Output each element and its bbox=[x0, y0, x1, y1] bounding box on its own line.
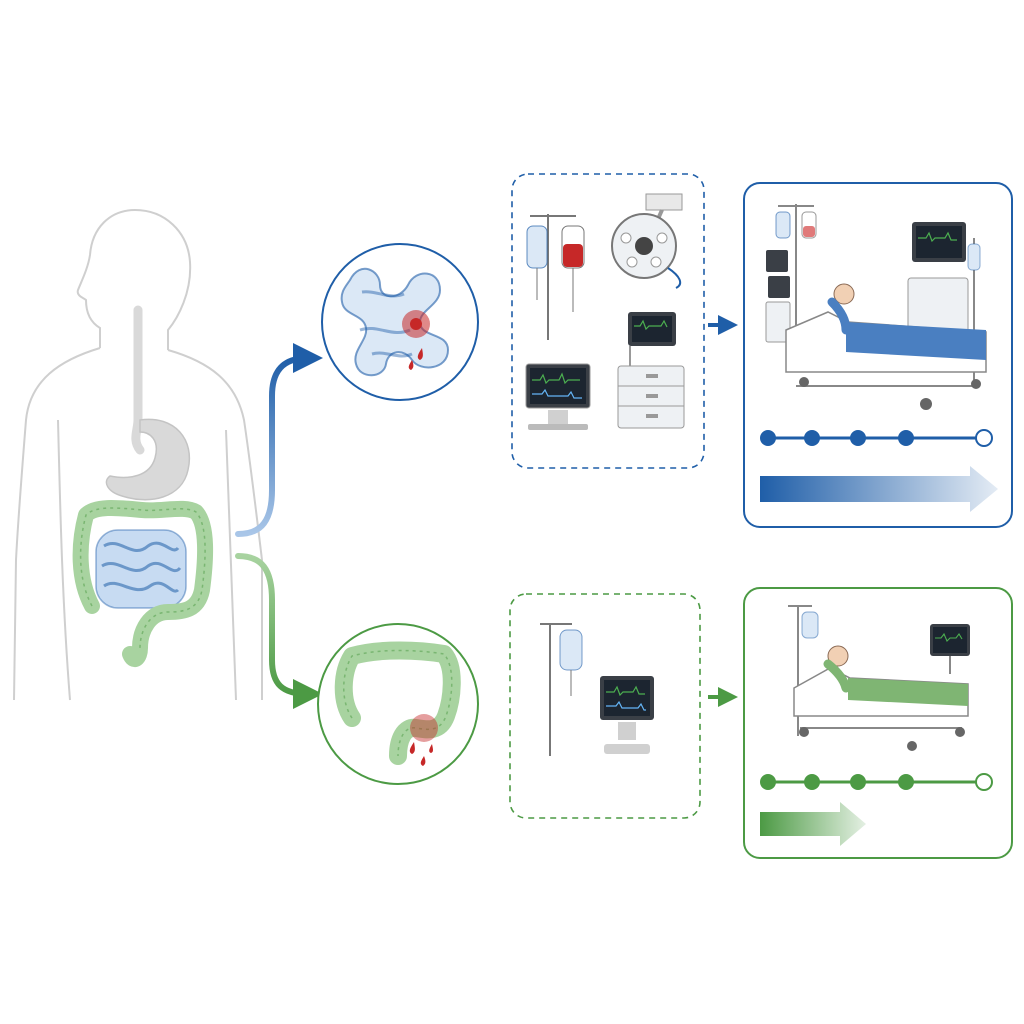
intensive-care-bed-icon bbox=[765, 204, 987, 410]
lower-recovery-arrow bbox=[760, 802, 866, 846]
general-ward-bed-icon bbox=[788, 605, 970, 751]
esophagus bbox=[131, 305, 145, 455]
upper-recovery-arrow bbox=[760, 466, 998, 512]
blood-transfusion-bag-icon bbox=[561, 225, 585, 312]
lower-branch-arrow bbox=[235, 553, 323, 709]
ecg-cart-icon bbox=[617, 312, 685, 429]
small-intestine-bleeding-icon bbox=[321, 243, 479, 401]
iv-drip-clear-icon bbox=[526, 214, 576, 340]
upper-equipment-panel bbox=[511, 173, 705, 469]
colon-bleeding-icon bbox=[317, 623, 479, 785]
lower-equipment-panel bbox=[509, 593, 701, 819]
stomach bbox=[105, 418, 191, 501]
upper-progress-timeline bbox=[760, 429, 993, 447]
lower-ward-card bbox=[743, 587, 1013, 859]
vital-signs-monitor-icon bbox=[525, 363, 591, 430]
upper-ward-card bbox=[743, 182, 1013, 528]
lower-progress-timeline bbox=[760, 773, 993, 791]
patient-monitor-icon bbox=[600, 676, 654, 754]
upper-branch-arrow bbox=[235, 343, 323, 537]
iv-drip-icon bbox=[540, 623, 583, 756]
surgical-lamp-icon bbox=[611, 193, 683, 289]
small-intestine bbox=[95, 529, 187, 609]
human-body-digestive-tract-icon bbox=[13, 209, 263, 701]
